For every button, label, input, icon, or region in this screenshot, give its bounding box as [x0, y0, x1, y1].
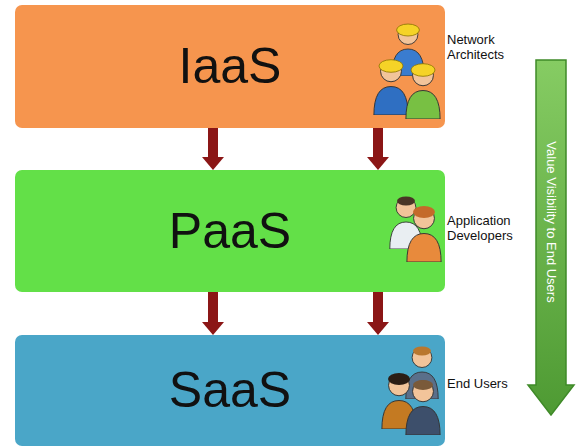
value-arrow [528, 60, 574, 415]
flow-arrow [373, 128, 383, 157]
layer-name: PaaS [163, 204, 297, 259]
layer-box: SaaSEnd Users [15, 335, 445, 446]
flow-arrow [208, 128, 218, 157]
role-label: Network Architects [447, 33, 523, 63]
flow-arrow [208, 292, 218, 322]
layer-name: SaaS [163, 363, 297, 418]
layer-box: PaaSApplication Developers [15, 170, 445, 292]
layer-name: IaaS [173, 39, 288, 94]
end-user-icons [382, 347, 440, 436]
architect-icons [374, 24, 440, 119]
role-label: End Users [447, 377, 523, 392]
axis-label: Value Visibility to End Users [543, 72, 559, 372]
role-label: Application Developers [447, 214, 523, 244]
flow-arrow [373, 292, 383, 322]
developer-icons [390, 197, 441, 263]
